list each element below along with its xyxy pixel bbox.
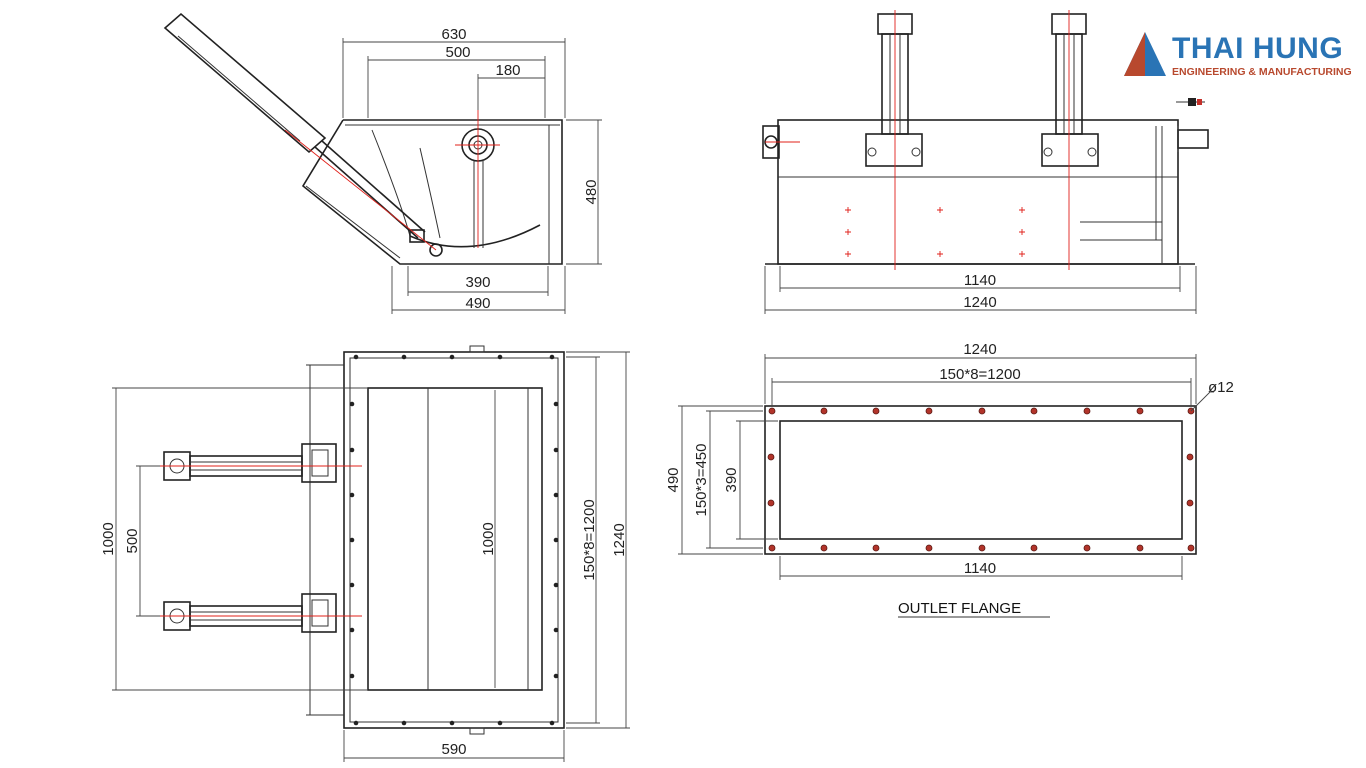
company-logo: THAI HUNG ENGINEERING & MANUFACTURING <box>1124 32 1352 106</box>
side-cylinder <box>163 12 443 257</box>
dim-flange-bolt-pitch-long: 150*8=1200 <box>939 366 1020 383</box>
dim-side-top-overall: 630 <box>441 26 466 43</box>
logo-tagline: ENGINEERING & MANUFACTURING <box>1172 66 1352 78</box>
connector-symbol-icon <box>1176 98 1205 106</box>
outlet-flange-view: 1240 150*8=1200 ø12 490 150*3=450 390 11… <box>665 341 1234 618</box>
logo-name: THAI HUNG <box>1172 32 1343 65</box>
dim-plan-overall: 1240 <box>611 523 628 556</box>
dim-side-bottom-overall: 490 <box>465 295 490 312</box>
dim-flange-opening-width: 390 <box>723 467 740 492</box>
dim-plan-cyl-outer: 1000 <box>100 522 117 555</box>
dim-flange-overall-width: 490 <box>665 467 682 492</box>
dim-flange-hole-dia: ø12 <box>1208 379 1234 396</box>
front-bolt-marks <box>845 207 1025 257</box>
front-cylinder-left <box>865 13 923 167</box>
plan-bolt-holes <box>349 354 559 726</box>
dim-plan-bolt-pitch: 150*8=1200 <box>581 499 598 580</box>
side-view: 630 500 180 480 390 490 <box>163 12 602 314</box>
front-view: 1140 1240 <box>762 10 1209 314</box>
front-cylinder-right <box>1041 13 1099 167</box>
dim-side-height: 480 <box>583 179 600 204</box>
flange-bolt-holes <box>767 407 1195 552</box>
plan-view: 1000 500 1000 150*8=1200 1240 590 <box>100 345 630 762</box>
dim-side-bottom-inner: 390 <box>465 274 490 291</box>
dim-front-inner: 1140 <box>964 272 996 289</box>
dim-side-pivot: 180 <box>495 62 520 79</box>
outlet-flange-title: OUTLET FLANGE <box>898 600 1021 617</box>
dim-flange-overall-length: 1240 <box>963 341 996 358</box>
dim-plan-cyl-spacing: 500 <box>124 528 141 553</box>
dim-plan-opening: 1000 <box>480 522 497 555</box>
dim-flange-opening-length: 1140 <box>964 560 996 577</box>
dim-side-top-inner: 500 <box>445 44 470 61</box>
dim-front-overall: 1240 <box>963 294 996 311</box>
dim-plan-width: 590 <box>441 741 466 758</box>
dim-flange-bolt-pitch-short: 150*3=450 <box>693 444 710 517</box>
